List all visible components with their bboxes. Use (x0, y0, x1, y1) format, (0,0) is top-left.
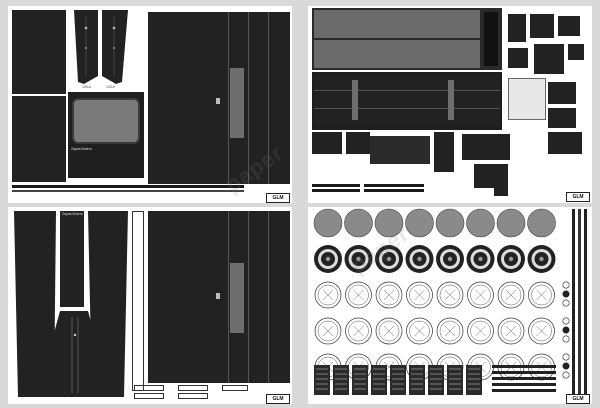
wheel-part (528, 281, 555, 309)
wheel-part (528, 317, 555, 345)
wheel-part (405, 245, 434, 273)
wheel-part (497, 245, 525, 273)
track-strip (492, 389, 556, 392)
panel-left-lower (12, 96, 66, 182)
wheel-part (466, 208, 495, 238)
small-disc (562, 281, 570, 289)
lower-parts (312, 132, 512, 202)
logo: GLM (266, 193, 290, 203)
screen (72, 98, 140, 144)
part-label-b: 13/1b (106, 85, 115, 89)
box-panel-bottom (312, 72, 502, 130)
sheet-bottom-left: Zapasi listeru GLM (8, 207, 292, 404)
tread-part (333, 365, 349, 395)
wheel-part (435, 208, 465, 238)
bottom-strip-1 (12, 185, 244, 188)
fold-line-2 (248, 12, 249, 184)
wheel-part (314, 281, 342, 309)
door-parts (74, 10, 128, 84)
fold-line-1 (228, 211, 229, 383)
tread-part (466, 365, 482, 395)
tapered-panels (14, 211, 128, 397)
wheel-part (497, 317, 525, 345)
sheet-bottom-right: GLM paper (308, 207, 592, 404)
wheel-part (375, 245, 403, 273)
small-parts-cluster (504, 8, 590, 158)
logo: GLM (566, 394, 590, 404)
small-boxes (134, 385, 274, 401)
tread-part (314, 365, 330, 395)
small-disc (562, 290, 570, 298)
sheet-top-right: GLM (308, 6, 592, 203)
wheel-part (436, 245, 464, 273)
wheel-part (527, 245, 556, 273)
track-strip (492, 371, 556, 374)
wheel-part (436, 281, 464, 309)
wheel-part (406, 317, 433, 345)
wheel-part (313, 208, 343, 238)
wheel-part (496, 208, 526, 238)
screen-label: Zapasi listeru (71, 147, 92, 151)
strip-right-2 (578, 209, 581, 395)
wheel-part (467, 281, 494, 309)
wheel-part (314, 317, 342, 345)
tread-part (390, 365, 406, 395)
small-disc (562, 362, 570, 370)
fold-line-2 (248, 211, 249, 383)
logo: GLM (566, 192, 590, 202)
wheel-part (527, 208, 556, 238)
wheel-part (344, 245, 373, 273)
center-mark (216, 293, 220, 299)
track-strip (492, 383, 556, 386)
small-disc (562, 371, 570, 379)
tread-part (409, 365, 425, 395)
wheel-part (467, 317, 494, 345)
wheel-grid (313, 208, 570, 395)
wheel-part (345, 281, 372, 309)
wheel-part (405, 208, 434, 238)
strip-right-3 (584, 209, 587, 395)
track-strip (492, 377, 556, 380)
tread-part (371, 365, 387, 395)
small-disc (562, 335, 570, 343)
main-panel (148, 12, 290, 184)
sheet-top-left: 13/1a 13/1b Zapasi listeru GLM paper (8, 6, 292, 203)
center-strip (230, 68, 244, 138)
wheel-part (466, 245, 495, 273)
white-strip (132, 211, 144, 391)
wheel-part (374, 208, 404, 238)
tread-part (352, 365, 368, 395)
small-disc (562, 317, 570, 325)
wheel-part (436, 317, 464, 345)
small-disc (562, 326, 570, 334)
tread-part (428, 365, 444, 395)
wheel-part (314, 245, 342, 273)
small-disc (562, 353, 570, 361)
wheel-part (344, 208, 373, 238)
bottom-strip-2 (12, 190, 244, 192)
center-strip (230, 263, 244, 333)
box-panel-top (312, 8, 502, 70)
wheel-part (497, 281, 525, 309)
screen-frame: Zapasi listeru (68, 92, 144, 178)
center-mark (216, 98, 220, 104)
wheel-part (345, 317, 372, 345)
fold-line-3 (268, 211, 269, 383)
small-disc (562, 299, 570, 307)
wheel-part (375, 281, 403, 309)
main-panel (148, 211, 290, 383)
part-label-a: 13/1a (82, 85, 91, 89)
panel-left-upper (12, 10, 66, 94)
tread-part (447, 365, 463, 395)
wheel-part (406, 281, 433, 309)
fold-line-1 (228, 12, 229, 184)
wheel-part (375, 317, 403, 345)
track-strip (492, 365, 556, 368)
screen-label: Zapasi listeru (62, 212, 83, 216)
logo: GLM (266, 394, 290, 404)
fold-line-3 (268, 12, 269, 184)
strip-right-1 (572, 209, 575, 395)
